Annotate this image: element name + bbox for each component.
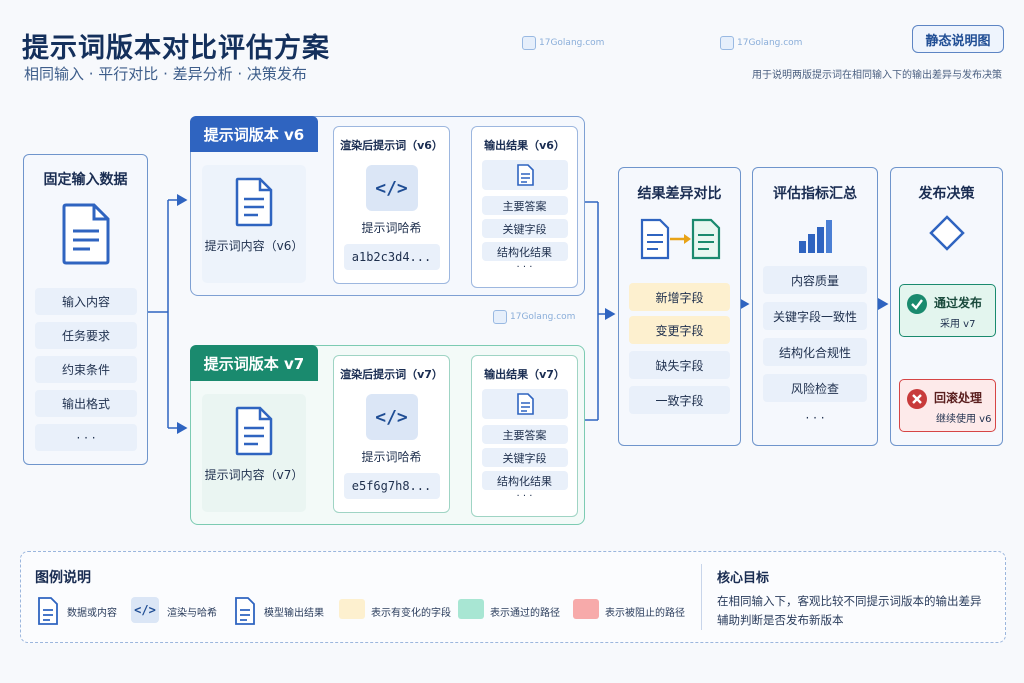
output-document-icon [516, 393, 534, 415]
pass-title: 通过发布 [934, 296, 983, 310]
goal-line-1: 在相同输入下，客观比较不同提示词版本的输出差异 [717, 594, 982, 608]
diff-item-added: 新增字段 [629, 283, 730, 311]
legend-divider [701, 564, 702, 630]
output-doc-tile [481, 160, 568, 190]
output-item: 关键字段 [481, 219, 568, 238]
output-item: 主要答案 [481, 196, 568, 215]
prompt-content-label: 提示词内容（v7） [204, 468, 304, 482]
input-item: 约束条件 [35, 356, 137, 383]
output-card-v6: 输出结果（v6） 主要答案 关键字段 结构化结果 · · · [471, 126, 578, 288]
fail-title: 回滚处理 [934, 391, 983, 405]
legend-label-pass: 表示通过的路径 [490, 608, 560, 619]
rendered-prompt-card-v6: 渲染后提示词（v6） </> 提示词哈希 a1b2c3d4... [333, 126, 450, 284]
output-item: 关键字段 [481, 448, 568, 467]
changed-swatch [339, 599, 365, 619]
rendered-prompt-card-v7: 渲染后提示词（v7） </> 提示词哈希 e5f6g7h8... [333, 355, 450, 513]
output-card-v7: 输出结果（v7） 主要答案 关键字段 结构化结果 · · · [471, 355, 578, 517]
output-item: 主要答案 [481, 425, 568, 444]
output-doc-tile [481, 389, 568, 419]
output-item: 结构化结果 [481, 242, 568, 261]
pass-release-box: 通过发布 采用 v7 [899, 284, 996, 337]
legend-label-output: 模型输出结果 [264, 608, 324, 619]
decision-diamond-icon [929, 215, 965, 251]
input-item: 输出格式 [35, 390, 137, 417]
block-swatch [573, 599, 599, 619]
header-note: 用于说明两版提示词在相同输入下的输出差异与发布决策 [752, 70, 1002, 81]
static-diagram-badge: 静态说明图 [912, 25, 1004, 53]
watermark-logo-icon [720, 36, 734, 50]
prompt-content-card-v6: 提示词内容（v6） [202, 165, 306, 283]
hash-label: 提示词哈希 [361, 221, 422, 235]
merge-arrow [585, 201, 616, 421]
output-title: 输出结果（v7） [484, 368, 565, 381]
legend-label-changed: 表示有变化的字段 [371, 608, 451, 619]
check-circle-icon [907, 294, 927, 314]
rollback-box: 回滚处理 继续使用 v6 [899, 379, 996, 432]
code-icon: </> [365, 394, 418, 440]
decision-panel: 发布决策 通过发布 采用 v7 回滚处理 继续使用 v6 [890, 167, 1003, 446]
page-subtitle: 相同输入 · 平行对比 · 差异分析 · 决策发布 [24, 65, 307, 83]
hash-label: 提示词哈希 [361, 450, 422, 464]
hash-value: e5f6g7h8... [343, 473, 440, 499]
prompt-content-card-v7: 提示词内容（v7） [202, 394, 306, 512]
output-title: 输出结果（v6） [484, 139, 565, 152]
data-document-icon [38, 597, 58, 625]
input-panel-title: 固定输入数据 [43, 172, 128, 188]
fail-subtitle: 继续使用 v6 [936, 414, 992, 425]
watermark: 17Golang.com [720, 36, 802, 50]
watermark-logo-icon [493, 310, 507, 324]
legend-panel: 图例说明 数据或内容 </> 渲染与哈希 模型输出结果 表示有变化的字段 表示通… [20, 551, 1006, 643]
prompt-content-label: 提示词内容（v6） [204, 239, 304, 253]
diff-panel-title: 结果差异对比 [637, 186, 722, 202]
output-document-icon [516, 164, 534, 186]
watermark: 17Golang.com [522, 36, 604, 50]
metric-item: 关键字段一致性 [763, 302, 867, 330]
metric-item: 结构化合规性 [763, 338, 867, 366]
diff-item-consistent: 一致字段 [629, 386, 730, 414]
legend-label-data: 数据或内容 [67, 608, 117, 619]
code-icon: </> [365, 165, 418, 211]
document-icon [235, 406, 273, 456]
decision-panel-title: 发布决策 [918, 186, 975, 202]
pass-subtitle: 采用 v7 [940, 319, 976, 330]
diff-panel: 结果差异对比 新增字段 变更字段 缺失字段 一致字段 [618, 167, 741, 446]
goal-title: 核心目标 [717, 571, 770, 586]
input-item: 任务要求 [35, 322, 137, 349]
diff-item-changed: 变更字段 [629, 316, 730, 344]
legend-title: 图例说明 [35, 570, 91, 586]
metric-item: 内容质量 [763, 266, 867, 294]
version-tab-v7: 提示词版本 v7 [190, 345, 318, 381]
close-circle-icon [907, 389, 927, 409]
page-title: 提示词版本对比评估方案 [22, 33, 330, 64]
watermark: 17Golang.com [493, 310, 575, 324]
rendered-prompt-title: 渲染后提示词（v7） [340, 368, 443, 381]
metric-item: 风险检查 [763, 374, 867, 402]
goal-line-2: 辅助判断是否发布新版本 [717, 613, 844, 627]
input-item: 输入内容 [35, 288, 137, 315]
input-fork-arrow [148, 194, 188, 434]
document-icon [235, 177, 273, 227]
input-panel: 固定输入数据 输入内容 任务要求 约束条件 输出格式 · · · [23, 154, 148, 465]
watermark-logo-icon [522, 36, 536, 50]
diff-item-missing: 缺失字段 [629, 351, 730, 379]
rendered-prompt-title: 渲染后提示词（v6） [340, 139, 443, 152]
legend-label-render: 渲染与哈希 [167, 608, 217, 619]
output-document-icon [235, 597, 255, 625]
pass-swatch [458, 599, 484, 619]
metrics-panel: 评估指标汇总 内容质量 关键字段一致性 结构化合规性 风险检查 · · · [752, 167, 878, 446]
document-icon [62, 203, 109, 265]
legend-label-block: 表示被阻止的路径 [605, 608, 685, 619]
compare-documents-icon [640, 218, 720, 260]
output-item: 结构化结果 [481, 471, 568, 490]
metrics-panel-title: 评估指标汇总 [773, 186, 857, 202]
hash-value: a1b2c3d4... [343, 244, 440, 270]
version-tab-v6: 提示词版本 v6 [190, 116, 318, 152]
bar-chart-icon [799, 220, 832, 253]
code-icon: </> [131, 597, 159, 623]
output-more: · · · [516, 262, 533, 273]
metric-more: · · · [805, 411, 825, 425]
output-more: · · · [516, 491, 533, 502]
input-item: · · · [35, 424, 137, 451]
